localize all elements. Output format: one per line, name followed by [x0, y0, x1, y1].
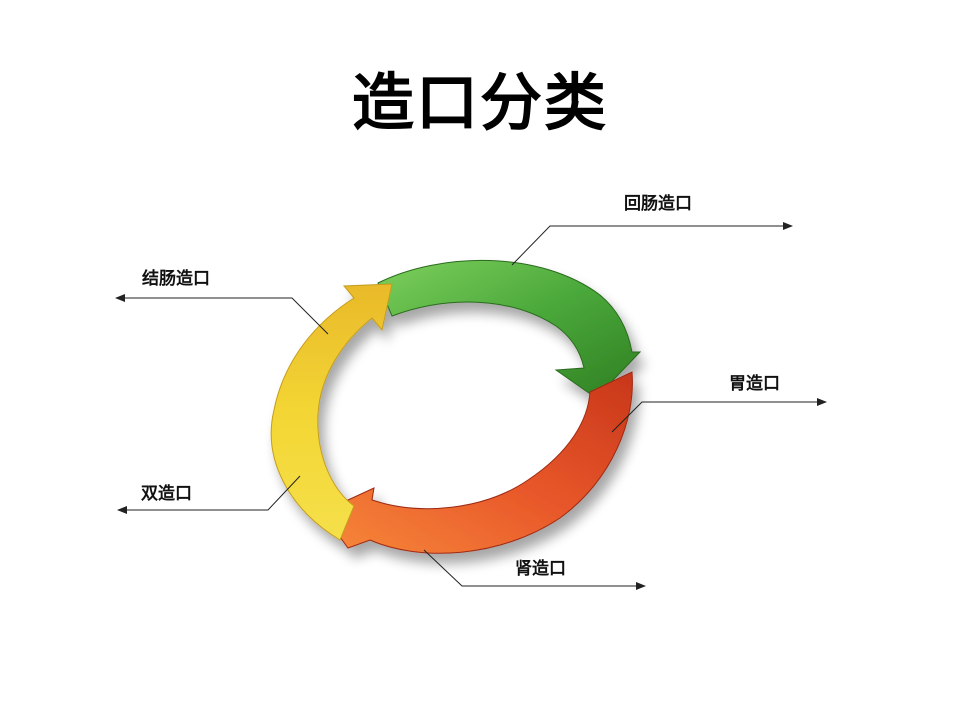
red-arrow-segment [321, 371, 633, 554]
gastrostomy-callout-line [611, 398, 827, 433]
ileostomy-callout-line [511, 222, 793, 266]
label-gastrostomy: 胃造口 [729, 374, 780, 394]
double-callout-line [117, 475, 301, 514]
green-arrow-segment [377, 259, 642, 399]
yellow-arrow-segment [270, 283, 393, 541]
label-ileostomy: 回肠造口 [624, 194, 692, 214]
nephrostomy-callout-line [423, 549, 646, 590]
label-colostomy: 结肠造口 [142, 269, 210, 289]
page-title: 造口分类 [351, 66, 608, 139]
label-double: 双造口 [141, 484, 192, 504]
colostomy-callout-line [115, 294, 329, 335]
label-nephrostomy: 肾造口 [515, 559, 566, 579]
